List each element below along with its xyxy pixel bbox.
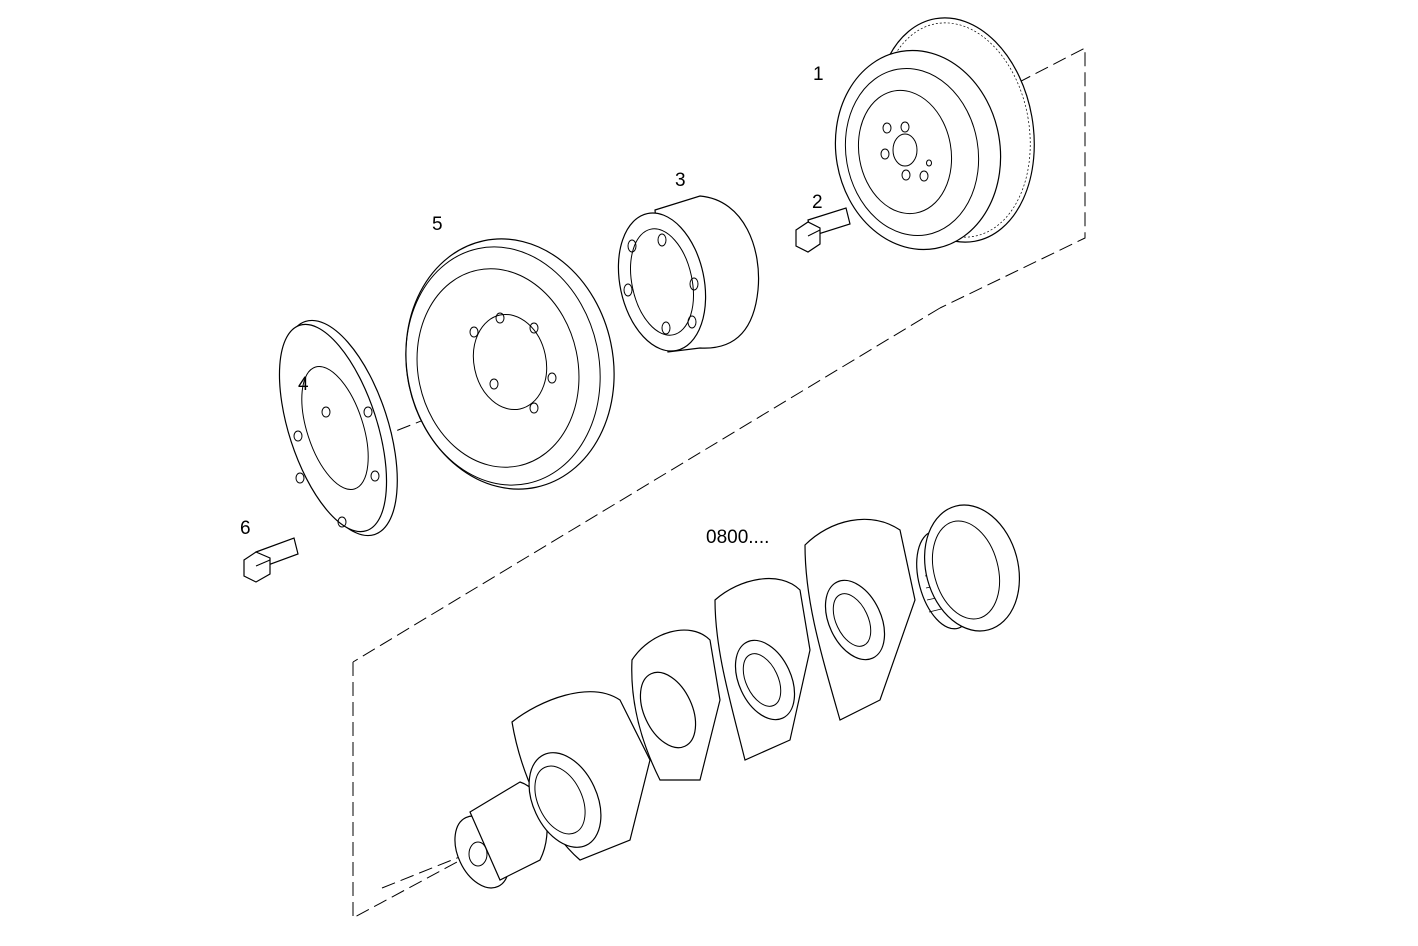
callout-5: 5 (432, 214, 443, 235)
crankshaft-icon (454, 504, 1021, 889)
callout-4: 4 (298, 374, 309, 395)
bolt-icon (243, 537, 299, 583)
callout-reference: 0800.... (706, 527, 769, 548)
bolt-icon (795, 207, 851, 253)
callout-1: 1 (813, 64, 824, 85)
pulley-icon (405, 238, 615, 490)
flywheel-icon (834, 17, 1035, 251)
callout-6: 6 (240, 518, 251, 539)
callout-labels: 1 2 3 4 5 6 0800.... (240, 64, 824, 548)
callout-3: 3 (675, 170, 686, 191)
washer-plate-icon (278, 319, 398, 537)
callout-2: 2 (812, 192, 823, 213)
hub-spacer-icon (617, 195, 760, 353)
